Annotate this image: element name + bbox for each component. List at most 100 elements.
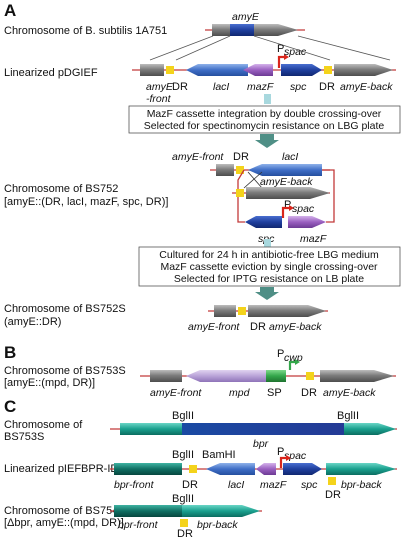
gene-bpr-back: [182, 505, 260, 517]
gene-amyE-front: [140, 64, 164, 76]
gene-label-amyE: amyE: [232, 11, 260, 23]
crossover-line-inner-right: [253, 35, 331, 61]
gene-label-amyE-front: amyE: [146, 81, 174, 93]
promoter-label-spac: spac: [284, 450, 307, 462]
gene-bpr-back: [326, 463, 396, 475]
row-label-bs752s: Chromosome of BS752S: [4, 303, 126, 315]
step-text: MazF cassette integration by double cros…: [147, 108, 382, 120]
gene-amyE-arrow: [254, 24, 298, 36]
site-bglII: BglII: [172, 493, 194, 505]
gene-lacI: [206, 463, 255, 475]
promoter-label-spac: spac: [292, 203, 315, 215]
gene-label-bpr-front: bpr-front: [118, 519, 159, 531]
dr-marker: [180, 519, 188, 527]
dr-marker: [324, 66, 332, 74]
gene-label-dr: DR: [319, 81, 335, 93]
gene-label-dr: DR: [250, 321, 266, 333]
section-label-c: C: [4, 397, 16, 416]
gene-label-dr: DR: [177, 528, 193, 537]
gene-label-spc: spc: [290, 81, 307, 93]
gene-label-amyE-front: amyE-front: [188, 321, 240, 333]
promoter-label-p: P: [277, 348, 284, 360]
gene-label-bpr: bpr: [253, 438, 269, 450]
promoter-label-p: P: [284, 199, 291, 211]
crossover-line: [243, 171, 263, 189]
step-box-eviction: [138, 246, 401, 287]
dr-marker: [166, 66, 174, 74]
dr-marker: [238, 307, 246, 315]
gene-amyE-front: [150, 370, 182, 382]
row-genotype-bs752s: (amyE::DR): [4, 316, 61, 328]
row-label-piefbpr: Linearized pIEFBPR-ID: [4, 463, 118, 475]
gene-lacI: [248, 164, 322, 176]
site-bglII: BglII: [337, 410, 359, 422]
process-arrow-stem: [264, 239, 271, 247]
dr-marker: [236, 189, 244, 197]
row-genotype-bs753s: [amyE::(mpd, DR)]: [4, 377, 95, 389]
gene-label-bpr-back: bpr-back: [197, 519, 238, 531]
gene-bpr-front: [114, 505, 182, 517]
process-arrow: [255, 134, 279, 148]
promoter-label-p: P: [277, 43, 284, 55]
row-label-bsubtilis: Chromosome of B. subtilis 1A751: [4, 25, 167, 37]
gene-label-dr: DR: [325, 489, 341, 501]
crossover-line-left: [149, 35, 214, 61]
section-label-b: B: [4, 343, 16, 362]
gene-mazF: [256, 463, 276, 475]
gene-label-bpr-front: bpr-front: [114, 479, 155, 491]
gene-label-dr: DR: [182, 479, 198, 491]
promoter-label-spac: spac: [284, 46, 307, 58]
section-label-a: A: [4, 1, 16, 20]
site-bglII: BglII: [172, 410, 194, 422]
gene-spc: [283, 463, 322, 475]
dr-marker: [189, 465, 197, 473]
site-bglII: BglII: [172, 449, 194, 461]
gene-label-dr: DR: [301, 387, 317, 399]
gene-label-sp: SP: [267, 387, 282, 399]
dr-marker: [236, 166, 244, 174]
promoter-pcwp: [288, 360, 297, 370]
promoter-pspac: [277, 55, 286, 68]
crossover-line-right: [297, 35, 391, 61]
gene-label-amyE-back: amyE-back: [323, 387, 376, 399]
gene-label-amyE-back: amyE-back: [340, 81, 393, 93]
row-label-bs754s: Chromosome of BS754S: [4, 505, 126, 517]
gene-label-mpd: mpd: [229, 387, 251, 399]
gene-amyE-back: [334, 64, 393, 76]
gene-label-amyE-back: amyE-back: [260, 176, 313, 188]
gene-amyE-core: [230, 24, 254, 36]
gene-upstream: [212, 24, 230, 36]
process-arrow: [255, 287, 279, 300]
step-box-integration: [128, 105, 401, 134]
row-genotype-bs752: [amyE::(DR, lacI, mazF, spc, DR)]: [4, 196, 168, 208]
row-label-bs753s-c: BS753S: [4, 431, 44, 443]
gene-label-mazF: mazF: [300, 233, 327, 245]
step-text: MazF cassette eviction by single crossin…: [160, 261, 378, 273]
gene-label-mazF: mazF: [247, 81, 274, 93]
dr-marker: [328, 477, 336, 485]
gene-label-dr: DR: [172, 81, 188, 93]
step-text: Selected for spectinomycin resistance on…: [144, 120, 385, 132]
gene-bpr-upstream: [120, 423, 182, 435]
step-text: Selected for IPTG resistance on LB plate: [174, 273, 364, 285]
gene-amyE-back: [320, 370, 394, 382]
gene-label-spc: spc: [301, 479, 318, 491]
signal-peptide-sp: [266, 370, 286, 382]
gene-amyE-back: [248, 305, 326, 317]
crossover-line-inner-left: [175, 35, 231, 61]
crossover-line: [247, 171, 263, 189]
gene-mpd: [186, 370, 268, 382]
gene-mazF: [243, 64, 273, 76]
promoter-pspac: [281, 206, 291, 218]
row-genotype-bs754s: [Δbpr, amyE::(mpd, DR)]: [4, 517, 124, 529]
gene-bpr-front: [114, 463, 182, 475]
gene-spc: [245, 216, 282, 228]
gene-mazF: [288, 216, 326, 228]
gene-spc: [281, 64, 322, 76]
gene-label-amyE-back: amyE-back: [269, 321, 322, 333]
gene-label-mazF: mazF: [260, 479, 287, 491]
gene-label-bpr-back: bpr-back: [341, 479, 382, 491]
gene-amyE-front: [216, 164, 234, 176]
step-text: Cultured for 24 h in antibiotic-free LBG…: [159, 249, 379, 261]
